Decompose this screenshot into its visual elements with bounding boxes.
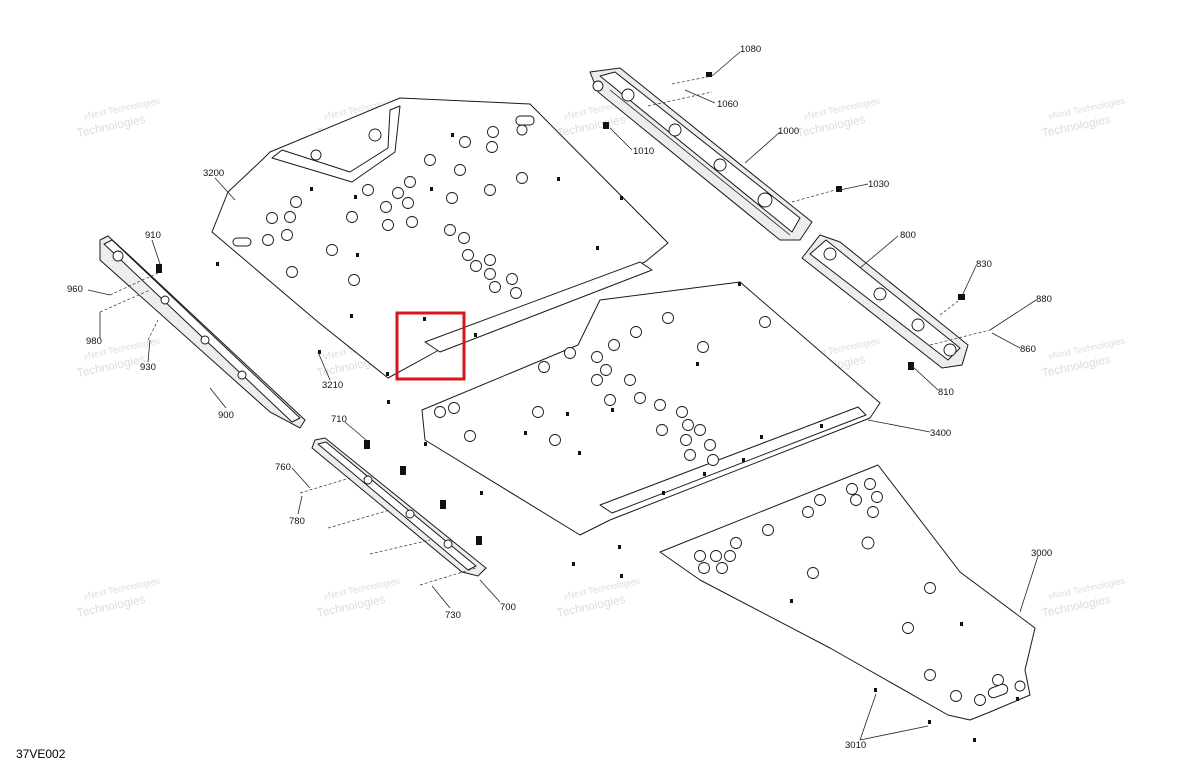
callout-labels: 1080 1060 1010 1000 1030 800 830 880 860… — [67, 44, 1052, 751]
stud-set — [216, 133, 623, 404]
rail-800[interactable] — [801, 234, 969, 369]
hole-pattern — [262, 124, 528, 299]
callout-810: 810 — [938, 387, 954, 398]
rail-900[interactable] — [99, 235, 306, 429]
callout-800: 800 — [900, 230, 916, 241]
callout-930: 930 — [140, 362, 156, 373]
callout-3000: 3000 — [1031, 548, 1052, 559]
callout-980: 980 — [86, 336, 102, 347]
callout-860: 860 — [1020, 344, 1036, 355]
skid-plate-3000[interactable] — [659, 464, 1036, 742]
callout-leaders — [87, 51, 1039, 741]
callout-780: 780 — [289, 516, 305, 527]
skid-plate-3200[interactable] — [211, 97, 669, 404]
hole-pattern — [694, 478, 1026, 706]
callout-1000: 1000 — [778, 126, 799, 137]
fasteners — [99, 72, 991, 586]
callout-730: 730 — [445, 610, 461, 621]
stud-set — [790, 599, 1019, 742]
callout-3210: 3210 — [322, 380, 343, 391]
callout-910: 910 — [145, 230, 161, 241]
rail-1000[interactable] — [589, 67, 813, 241]
stud-set — [424, 282, 823, 578]
highlight-box[interactable] — [395, 311, 466, 381]
rail-700[interactable] — [311, 437, 487, 577]
callout-700: 700 — [500, 602, 516, 613]
callout-1030: 1030 — [868, 179, 889, 190]
callout-3010: 3010 — [845, 740, 866, 751]
callout-830: 830 — [976, 259, 992, 270]
callout-3400: 3400 — [930, 428, 951, 439]
callout-3200: 3200 — [203, 168, 224, 179]
callout-960: 960 — [67, 284, 83, 295]
diagram-code: 37VE002 — [16, 747, 66, 761]
callout-880: 880 — [1036, 294, 1052, 305]
callout-1060: 1060 — [717, 99, 738, 110]
callout-1080: 1080 — [740, 44, 761, 55]
skid-plate-3400[interactable] — [421, 281, 881, 578]
hole-pattern — [434, 312, 771, 466]
callout-900: 900 — [218, 410, 234, 421]
callout-710: 710 — [331, 414, 347, 425]
callout-1010: 1010 — [633, 146, 654, 157]
callout-760: 760 — [275, 462, 291, 473]
